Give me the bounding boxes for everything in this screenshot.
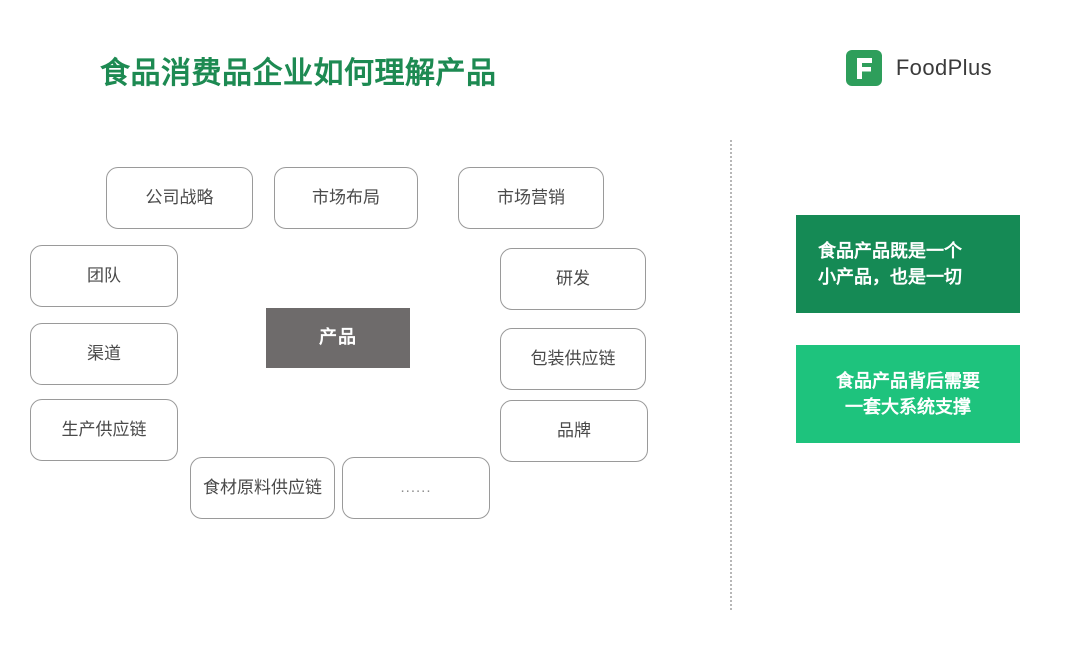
node-more-ellipsis[interactable]: ......: [342, 457, 490, 519]
node-team[interactable]: 团队: [30, 245, 178, 307]
node-channel[interactable]: 渠道: [30, 323, 178, 385]
node-company-strategy[interactable]: 公司战略: [106, 167, 253, 229]
brand-name-label: FoodPlus: [895, 55, 992, 80]
callout-1-line-2: 小产品，也是一切: [818, 267, 962, 287]
node-brand[interactable]: 品牌: [500, 400, 648, 462]
callout-2-line-1: 食品产品背后需要: [836, 370, 980, 391]
node-ingredient-supply-chain[interactable]: 食材原料供应链: [190, 457, 335, 519]
callout-system-support: 食品产品背后需要 一套大系统支撑: [796, 345, 1020, 443]
callout-1-line-1: 食品产品既是一个: [818, 240, 962, 261]
node-product-center[interactable]: 产品: [266, 308, 410, 368]
vertical-dotted-divider: [730, 140, 732, 610]
node-marketing[interactable]: 市场营销: [458, 167, 604, 229]
brand-logo: FoodPlus: [845, 50, 992, 86]
callout-2-line-2: 一套大系统支撑: [845, 397, 971, 417]
node-packaging-supply-chain[interactable]: 包装供应链: [500, 328, 646, 390]
callout-product-is-everything: 食品产品既是一个 小产品，也是一切: [796, 215, 1020, 313]
page-title: 食品消费品企业如何理解产品: [100, 57, 497, 90]
node-production-supply-chain[interactable]: 生产供应链: [30, 399, 178, 461]
node-rnd[interactable]: 研发: [500, 248, 646, 310]
node-market-layout[interactable]: 市场布局: [274, 167, 418, 229]
foodplus-logo-icon: [845, 50, 882, 86]
product-ecosystem-diagram: 公司战略 市场布局 市场营销 团队 渠道 生产供应链 研发 包装供应链 品牌 食…: [30, 167, 648, 519]
